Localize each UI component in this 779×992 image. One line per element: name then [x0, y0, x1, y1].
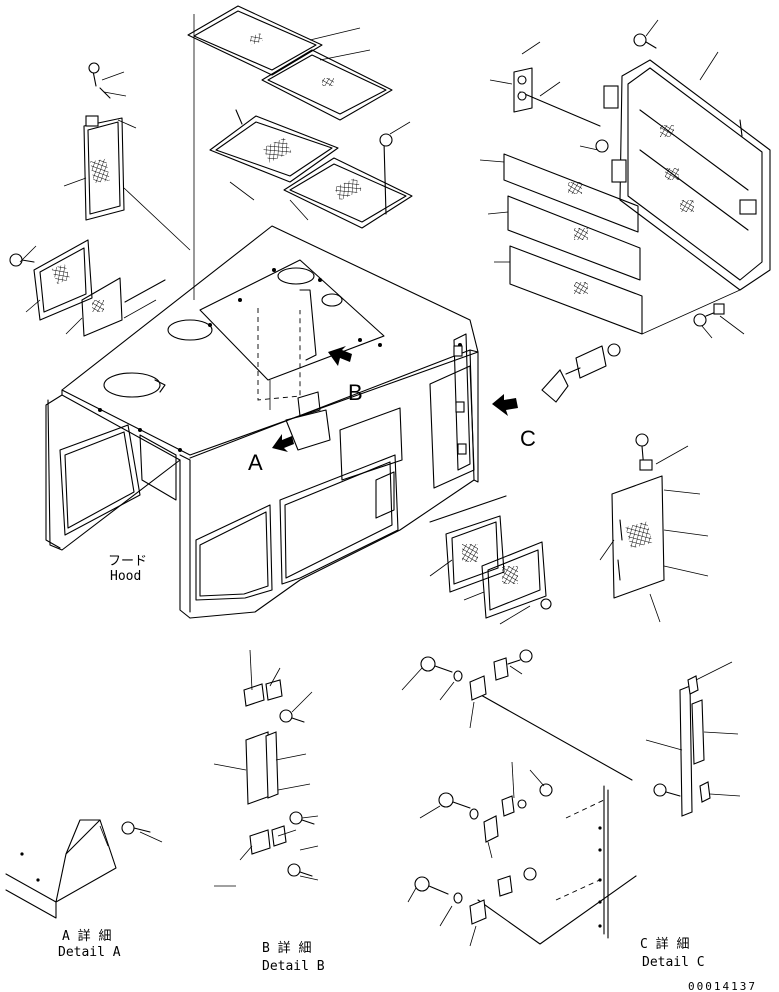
detail-c-illustration	[401, 649, 741, 947]
top-grille-panels	[187, 5, 413, 229]
leader-lines	[19, 14, 745, 625]
side-window-grilles	[429, 495, 552, 619]
drawing-number: 00014137	[688, 980, 757, 992]
detail-b-label-en: Detail B	[262, 959, 325, 974]
view-marker-c: C	[520, 426, 536, 451]
detail-a-illustration	[5, 819, 163, 919]
detail-c-label-en: Detail C	[642, 955, 705, 970]
view-arrow-a	[272, 434, 294, 452]
detail-b-label-jp: B 詳 細	[262, 940, 311, 956]
detail-a-label-en: Detail A	[58, 945, 121, 960]
view-arrow-b	[328, 346, 352, 366]
right-side-panel	[429, 333, 475, 489]
right-stacked-plates	[503, 153, 643, 335]
right-lower-panel	[611, 433, 665, 599]
view-arrow-c	[492, 394, 518, 416]
hood-assembly	[45, 225, 479, 619]
detail-a-label-jp: A 詳 細	[62, 928, 111, 944]
latch-parts	[541, 303, 725, 403]
view-marker-a: A	[248, 450, 263, 475]
left-side-grille	[83, 62, 125, 221]
right-frame-assembly	[513, 33, 771, 291]
view-marker-b: B	[348, 380, 363, 405]
left-small-grilles	[9, 239, 166, 337]
detail-b-illustration	[213, 649, 319, 887]
detail-c-label-jp: C 詳 細	[640, 936, 689, 952]
hood-label-jp: フード	[108, 554, 147, 569]
hood-label-en: Hood	[110, 569, 141, 584]
